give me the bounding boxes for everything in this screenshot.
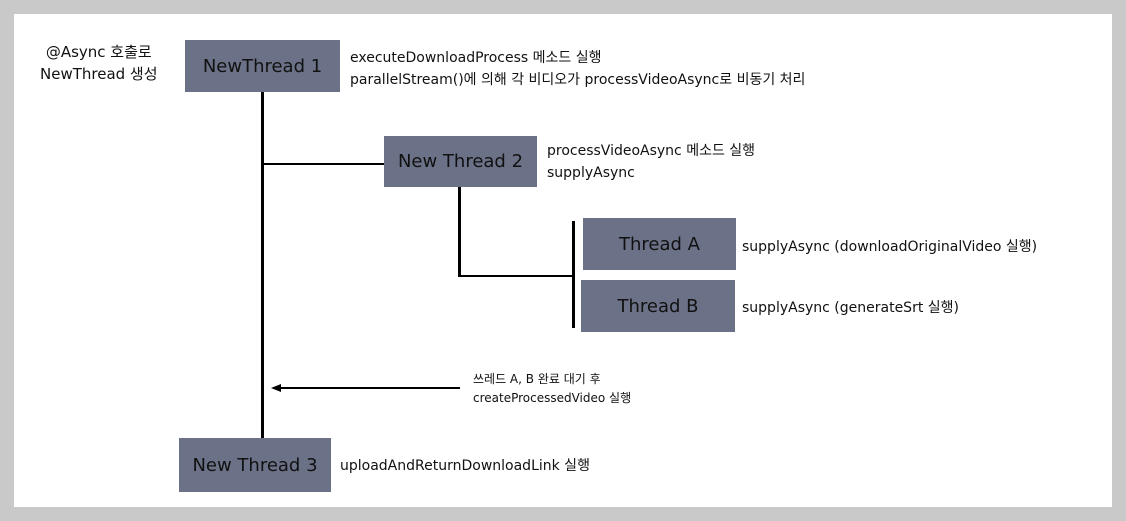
new-thread-1-description: executeDownloadProcess 메소드 실행 parallelSt… xyxy=(350,47,805,91)
branch-line-to-thread-2 xyxy=(263,163,385,165)
label-line: supplyAsync xyxy=(547,165,635,181)
node-new-thread-1: NewThread 1 xyxy=(185,40,340,92)
label-line: 쓰레드 A, B 완료 대기 후 xyxy=(473,372,601,386)
node-new-thread-3: New Thread 3 xyxy=(179,438,331,492)
node-thread-a: Thread A xyxy=(583,218,736,270)
label-line: createProcessedVideo 실행 xyxy=(473,391,632,405)
node-thread-b: Thread B xyxy=(581,280,735,332)
new-thread-3-description: uploadAndReturnDownloadLink 실행 xyxy=(340,458,590,474)
label-line: executeDownloadProcess 메소드 실행 xyxy=(350,50,602,66)
thread-b-description: supplyAsync (generateSrt 실행) xyxy=(742,300,959,316)
thread-2-vertical-line xyxy=(458,186,461,277)
label-line: NewThread 생성 xyxy=(40,65,158,83)
main-vertical-line xyxy=(261,92,264,440)
join-arrow xyxy=(271,384,460,392)
label-line: parallelStream()에 의해 각 비디오가 processVideo… xyxy=(350,72,806,88)
node-new-thread-2: New Thread 2 xyxy=(384,136,537,187)
diagram-canvas: NewThread 1 New Thread 2 Thread A Thread… xyxy=(14,14,1112,507)
new-thread-2-description: processVideoAsync 메소드 실행 supplyAsync xyxy=(547,140,755,184)
label-line: processVideoAsync 메소드 실행 xyxy=(547,143,756,159)
node-label: New Thread 3 xyxy=(192,454,318,476)
async-call-label: @Async 호출로 NewThread 생성 xyxy=(40,41,158,85)
node-label: New Thread 2 xyxy=(397,151,524,172)
thread-a-description: supplyAsync (downloadOriginalVideo 실행) xyxy=(742,239,1038,255)
join-description: 쓰레드 A, B 완료 대기 후 createProcessedVideo 실행 xyxy=(473,370,631,408)
node-label: NewThread 1 xyxy=(202,55,323,77)
node-label: Thread A xyxy=(619,233,700,255)
branch-line-to-threads-ab xyxy=(460,275,574,277)
label-line: @Async 호출로 xyxy=(45,43,152,61)
threads-ab-bracket xyxy=(572,221,575,328)
node-label: Thread B xyxy=(617,295,699,317)
